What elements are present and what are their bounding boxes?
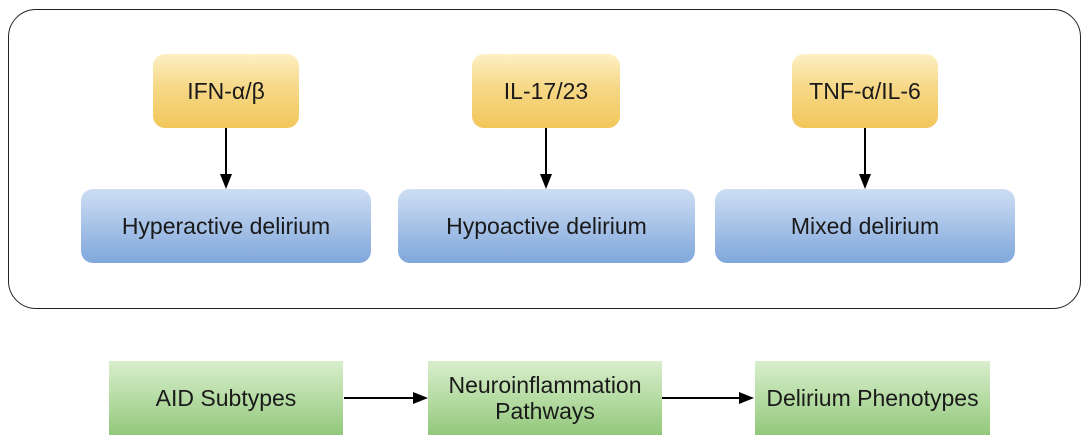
right-arrow-icon — [662, 392, 754, 404]
phenotype-label: Mixed delirium — [790, 212, 940, 239]
cytokine-label: IFN-α/β — [187, 77, 265, 104]
down-arrow-icon — [540, 128, 552, 189]
flow-step-label: AID Subtypes — [155, 384, 297, 411]
phenotype-box-hyperactive: Hyperactive delirium — [81, 189, 371, 263]
flow-step-neuroinflammation-pathways: Neuroinflammation Pathways — [428, 361, 662, 435]
down-arrow-icon — [859, 128, 871, 189]
flow-step-aid-subtypes: AID Subtypes — [109, 361, 343, 435]
cytokine-box-il-17-23: IL-17/23 — [472, 54, 620, 128]
phenotype-box-mixed: Mixed delirium — [715, 189, 1015, 263]
phenotype-label: Hypoactive delirium — [446, 212, 647, 239]
flow-step-label: Delirium Phenotypes — [766, 384, 979, 411]
flow-step-label: Neuroinflammation Pathways — [448, 371, 642, 424]
right-arrow-icon — [344, 392, 428, 404]
cytokine-box-tnf-alpha-il-6: TNF-α/IL-6 — [792, 54, 938, 128]
cytokine-label: IL-17/23 — [503, 77, 589, 104]
flow-step-delirium-phenotypes: Delirium Phenotypes — [755, 361, 990, 435]
phenotype-box-hypoactive: Hypoactive delirium — [398, 189, 695, 263]
cytokine-box-ifn-alpha-beta: IFN-α/β — [153, 54, 299, 128]
cytokine-label: TNF-α/IL-6 — [809, 77, 921, 104]
down-arrow-icon — [220, 128, 232, 189]
phenotype-label: Hyperactive delirium — [121, 212, 331, 239]
